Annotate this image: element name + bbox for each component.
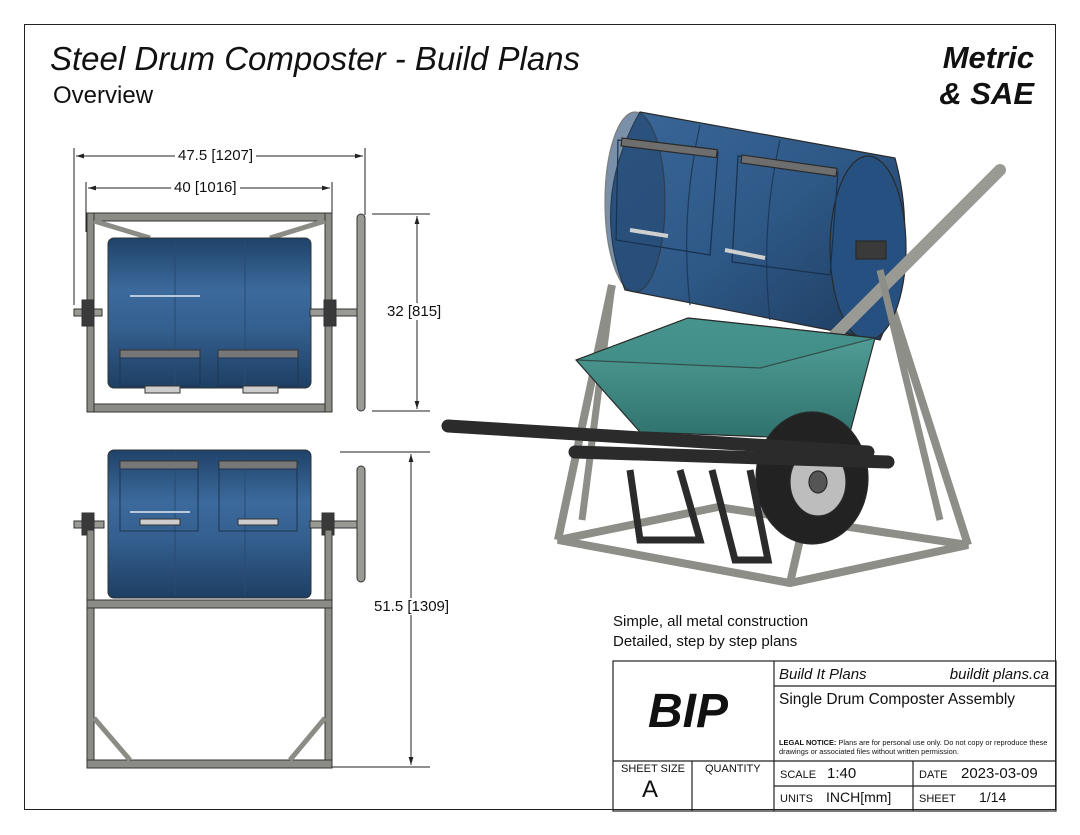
quantity-label: QUANTITY	[705, 763, 761, 775]
company-name: Build It Plans	[779, 666, 867, 683]
legal-notice: LEGAL NOTICE: Plans are for personal use…	[779, 738, 1051, 756]
drawing-border	[24, 24, 1056, 810]
front-view-drawing	[73, 449, 366, 769]
assembly-name: Single Drum Composter Assembly	[779, 691, 1016, 708]
units-label: UNITS	[780, 793, 813, 805]
dimension-drum-length: 40 [1016]	[171, 179, 240, 196]
dimension-overall-height: 51.5 [1309]	[371, 598, 453, 615]
feature-line-2: Detailed, step by step plans	[613, 633, 798, 650]
title-block-grid	[612, 660, 1057, 812]
company-website: buildit plans.ca	[949, 666, 1049, 683]
feature-line-1: Simple, all metal construction	[613, 613, 809, 630]
date-label: DATE	[919, 769, 948, 781]
scale-value: 1:40	[827, 765, 857, 782]
sheet-size-label: SHEET SIZE	[621, 763, 685, 775]
bip-logo: BIP	[648, 685, 729, 738]
feature-list: Simple, all metal construction Detailed,…	[613, 612, 808, 652]
sheet-size-value: A	[642, 776, 659, 803]
top-view-drawing	[73, 212, 366, 413]
units-badge-line1: Metric	[942, 40, 1034, 75]
page-title: Steel Drum Composter - Build Plans	[50, 40, 581, 77]
dimension-top-view-depth: 32 [815]	[384, 303, 445, 320]
units-value: INCH[mm]	[826, 789, 892, 805]
units-badge-line2: & SAE	[939, 76, 1034, 111]
legal-notice-label: LEGAL NOTICE:	[779, 738, 837, 747]
sheet-label: SHEET	[919, 793, 956, 805]
legal-notice-text: Plans are for personal use only. Do not …	[779, 738, 1048, 756]
sheet-value: 1/14	[979, 789, 1007, 805]
scale-label: SCALE	[780, 769, 817, 781]
isometric-view-drawing	[441, 111, 1006, 588]
page-subtitle: Overview	[53, 82, 154, 109]
dimension-overall-length: 47.5 [1207]	[175, 147, 257, 164]
units-badge: Metric & SAE	[939, 40, 1034, 112]
date-value: 2023-03-09	[961, 765, 1038, 782]
